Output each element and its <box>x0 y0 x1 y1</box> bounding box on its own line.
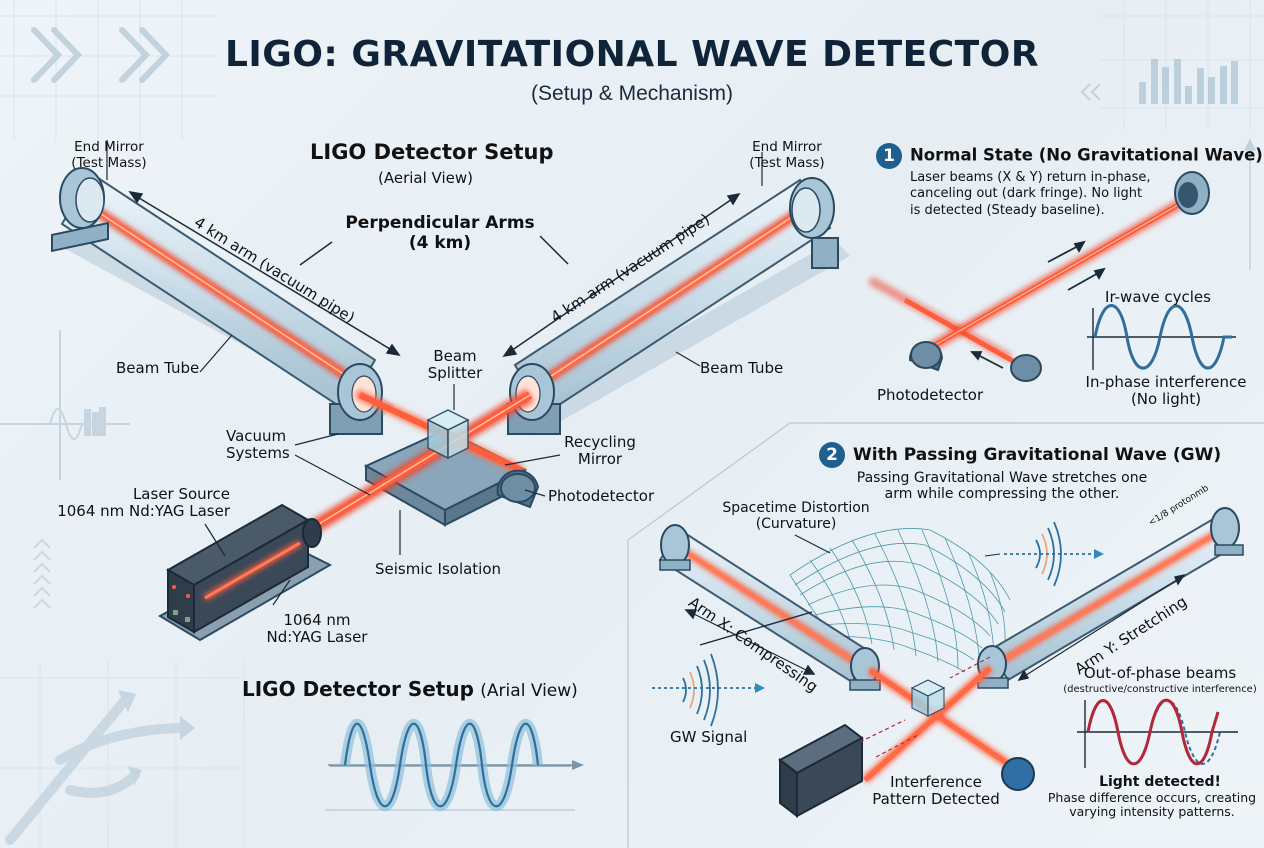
page-subtitle: (Setup & Mechanism) <box>531 82 733 105</box>
step-badge-1: 1 <box>876 143 902 169</box>
gw-photodetector-icon <box>1001 757 1035 791</box>
bottom-wave-chart <box>325 718 584 812</box>
right-end-mirror-icon <box>789 177 839 269</box>
out-of-phase-sublabel: (destructive/constructive interference) <box>1063 684 1257 695</box>
bottom-setup-heading: LIGO Detector Setup (Arial View) <box>242 677 578 701</box>
photodetector-icon <box>496 469 540 509</box>
perpendicular-arms-label: Perpendicular Arms (4 km) <box>345 213 535 253</box>
end-mirror-right-label: End Mirror(Test Mass) <box>749 139 825 171</box>
dimension-arrows <box>128 190 741 358</box>
normal-end-mirror-icon <box>1174 171 1210 215</box>
normal-state-illustration <box>867 171 1210 382</box>
upward-chevrons-decoration-icon <box>33 538 51 609</box>
gw-signal-label: GW Signal <box>670 728 748 746</box>
photodetector-label: Photodetector <box>548 487 655 505</box>
in-phase-wave-chart <box>1087 304 1236 370</box>
bar-chart-decoration-icon <box>1139 59 1238 104</box>
gw-laser-box-icon <box>778 723 864 819</box>
out-of-phase-wave-chart <box>1077 698 1238 768</box>
arm-y-tube <box>977 507 1244 689</box>
wave-cycles-caption: Ir-wave cycles <box>1105 288 1211 306</box>
seismic-isolation-label: Seismic Isolation <box>375 560 502 578</box>
normal-photodetector-label: Photodetector <box>877 386 984 404</box>
chevron-decoration-icon <box>31 27 171 83</box>
gw-beam-splitter-icon <box>910 679 946 717</box>
spacetime-distortion-label: Spacetime Distortion(Curvature) <box>722 500 870 533</box>
normal-photodetector-left-icon <box>908 341 944 372</box>
beam-tube-right-label: Beam Tube <box>700 359 784 377</box>
light-detected-label: Light detected! <box>1099 774 1221 790</box>
section-divider <box>627 422 1264 848</box>
step-badge-2: 2 <box>819 442 845 468</box>
gw-waves-icon <box>1004 521 1095 587</box>
signal-decoration-icon <box>0 330 130 480</box>
beam-splitter-icon <box>426 409 470 460</box>
arm-x-tube <box>658 524 881 691</box>
gw-signal-waves-icon <box>652 653 755 727</box>
left-inner-mirror-icon <box>329 363 383 435</box>
left-chevrons-decoration-icon <box>1080 83 1101 101</box>
page-title: LIGO: GRAVITATIONAL WAVE DETECTOR <box>224 34 1040 75</box>
normal-state-description: Laser beams (X & Y) return in-phase, can… <box>910 170 1151 218</box>
normal-photodetector-right-icon <box>1010 354 1042 382</box>
laser-source-icon <box>157 503 333 642</box>
setup-heading: LIGO Detector Setup <box>310 140 554 164</box>
leader-lines <box>106 140 763 606</box>
gw-state-description: Passing Gravitational Wave stretches one… <box>856 470 1148 503</box>
setup-subheading: (Aerial View) <box>378 169 473 187</box>
in-phase-interference-label: In-phase interference(No light) <box>1085 373 1247 409</box>
beam-tube-left-label: Beam Tube <box>116 359 200 377</box>
end-mirror-left-label: End Mirror(Test Mass) <box>71 139 147 171</box>
out-of-phase-label: Out-of-phase beams <box>1083 664 1237 682</box>
left-end-mirror-icon <box>51 167 109 253</box>
trend-arrows-decoration-icon <box>5 695 185 845</box>
